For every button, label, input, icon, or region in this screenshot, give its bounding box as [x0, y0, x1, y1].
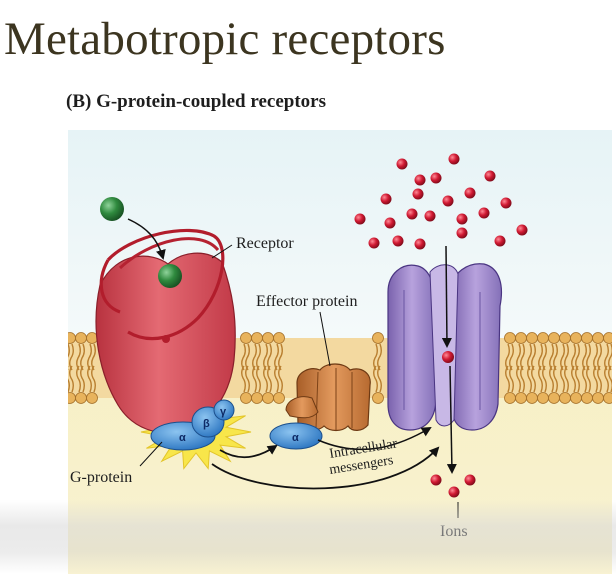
effector-to-channel-arrow	[317, 426, 432, 451]
subunit-beta: β	[203, 418, 210, 430]
effector-alpha-subunit	[269, 422, 323, 450]
effector-protein	[269, 363, 371, 450]
label-receptor: Receptor	[236, 235, 294, 252]
panel-title: (B) G-protein-coupled receptors	[66, 91, 326, 112]
bound-ligand	[158, 264, 182, 288]
gprotein-leader	[139, 441, 163, 467]
label-effector-protein: Effector protein	[256, 293, 357, 310]
g-protein	[150, 399, 235, 451]
ion-channel	[387, 263, 503, 431]
effector-leader	[319, 311, 331, 367]
ion-exit-arrow	[446, 365, 457, 474]
slide-title: Metabotropic receptors	[4, 13, 446, 65]
label-ions: Ions	[440, 523, 468, 540]
ion-entry-arrow	[441, 245, 452, 348]
subunit-alpha: α	[179, 432, 186, 444]
messenger-to-channel-arrow	[211, 446, 440, 490]
free-ligand	[100, 197, 124, 221]
extracellular-ions	[354, 153, 528, 250]
gprotein-to-effector-arrow	[219, 444, 278, 459]
ligand-binding-arrow	[127, 218, 166, 260]
subunit-gamma: γ	[220, 406, 227, 418]
label-g-protein: G-protein	[70, 469, 132, 486]
receptor-protein	[95, 228, 236, 434]
receptor-leader	[211, 244, 233, 259]
subunit-alpha-effector: α	[292, 432, 299, 444]
ion-in-pore	[442, 351, 454, 363]
intracellular-ions	[430, 474, 476, 498]
